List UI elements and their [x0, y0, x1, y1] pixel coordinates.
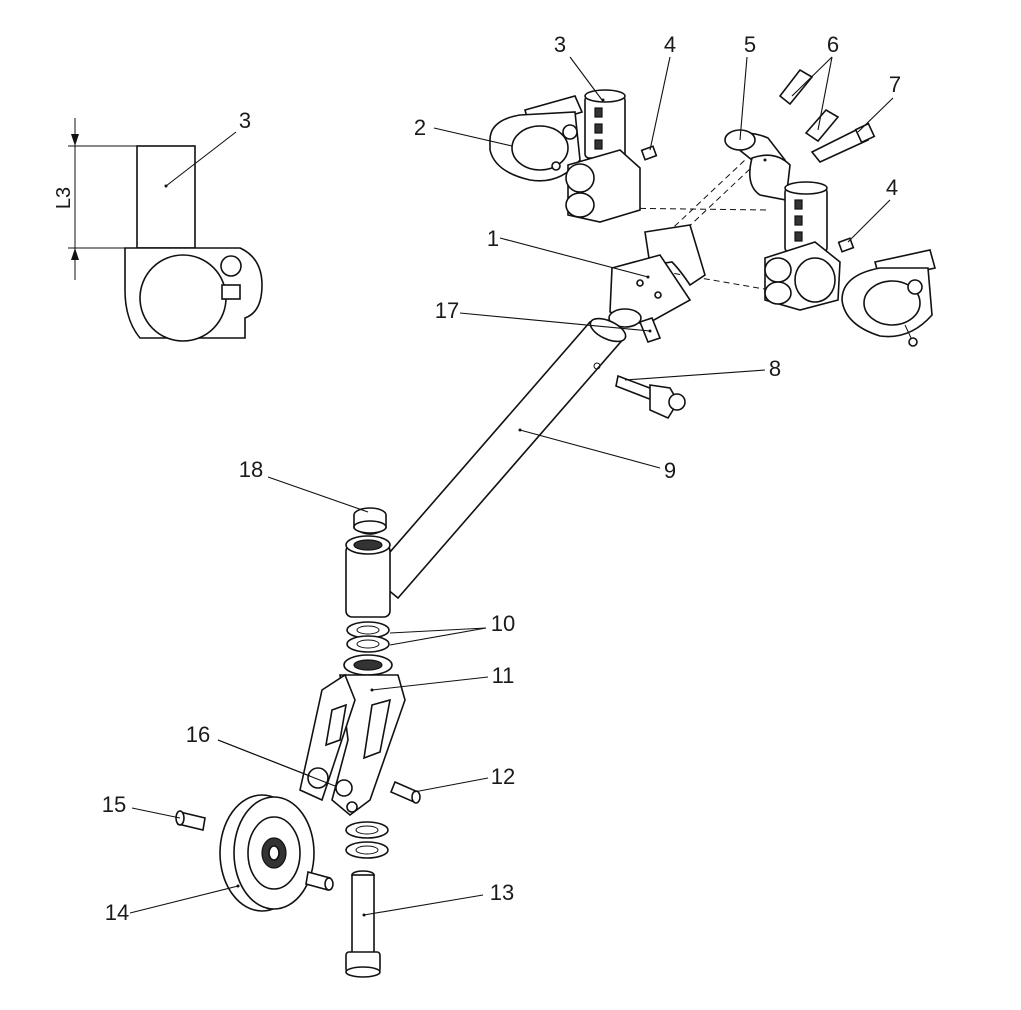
callout-14: 14 [105, 900, 129, 925]
part-14-wheel [219, 794, 315, 912]
callout-9: 9 [664, 458, 676, 483]
callout-10: 10 [491, 611, 515, 636]
part-5-split-clamp [724, 129, 791, 201]
lower-bearings [345, 821, 389, 859]
callout-6: 6 [827, 32, 839, 57]
callout-3-detail: 3 [239, 108, 251, 133]
part-3-post-left [584, 89, 626, 159]
part-18-cap [353, 507, 387, 535]
callout-11: 11 [492, 663, 515, 688]
callout-8: 8 [769, 356, 781, 381]
callout-4-left: 4 [664, 32, 676, 57]
part-12-axle-pin [389, 780, 421, 804]
callout-17: 17 [435, 298, 459, 323]
callout-7: 7 [889, 72, 901, 97]
socket-body-right [764, 241, 841, 311]
part-4-set-screw-left [640, 145, 658, 161]
detail-clamp-screw-hole [220, 255, 242, 277]
callout-15: 15 [102, 792, 126, 817]
callout-12: 12 [491, 764, 515, 789]
callout-3: 3 [554, 32, 566, 57]
head-tube-housing [345, 535, 391, 618]
top-assembly [489, 68, 936, 347]
part-2-clamp-right [841, 249, 936, 347]
part-3-post-right [784, 181, 828, 253]
callout-2: 2 [414, 115, 426, 140]
callout-16: 16 [186, 722, 210, 747]
dimension-label-l3: L3 [53, 187, 75, 209]
leader-lines [129, 56, 894, 916]
detail-part-3-post [136, 145, 196, 249]
part-11-fork [299, 654, 406, 817]
part-15-axle-bolt [175, 810, 206, 831]
socket-body-left [551, 149, 641, 223]
detail-clamp-bore [139, 254, 227, 342]
part-13-bolt [345, 870, 381, 978]
part-1-center-socket [608, 224, 706, 328]
part-10-bearings [346, 621, 390, 653]
callout-labels: 3 2 3 4 5 6 7 4 1 17 8 9 18 10 11 16 12 … [102, 32, 901, 925]
part-6-screws [778, 68, 840, 143]
wheel-axle-stub [305, 870, 334, 892]
callout-13: 13 [490, 880, 514, 905]
callout-5: 5 [744, 32, 756, 57]
callout-4-right: 4 [886, 175, 898, 200]
part-4-set-screw-right [837, 237, 855, 253]
part-9-main-tube [368, 317, 627, 600]
detail-view-part-3: L3 [53, 118, 263, 342]
callout-18: 18 [239, 457, 263, 482]
part-7-long-bolt [810, 122, 876, 163]
callout-1: 1 [487, 226, 499, 251]
part-8-quick-release-pin [615, 374, 686, 420]
